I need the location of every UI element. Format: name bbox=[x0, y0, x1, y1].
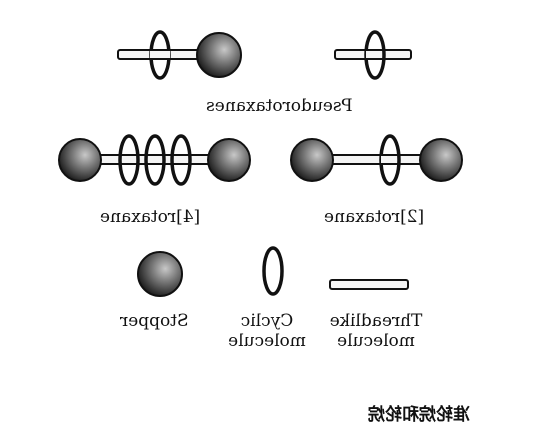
stopper-ball bbox=[290, 138, 334, 182]
label-threadlike-molecule: Threadlike molecule bbox=[326, 311, 426, 351]
figure-caption: 准轮烷和轮烷 bbox=[368, 405, 470, 425]
pseudorotaxane-simple bbox=[334, 30, 412, 80]
label-cyclic-line1: Cyclic bbox=[240, 311, 294, 331]
legend-stopper-ball bbox=[137, 251, 183, 297]
legend-thread-rod bbox=[329, 279, 409, 290]
label-thread-line1: Threadlike bbox=[329, 311, 423, 331]
label-cyclic-molecule: Cyclic molecule bbox=[222, 311, 312, 351]
label-pseudorotaxanes: Pseudorotaxanes bbox=[206, 96, 353, 116]
label-rotaxane-2: [2]rotaxane bbox=[324, 207, 425, 227]
label-thread-line2: molecule bbox=[337, 331, 415, 351]
stopper-ball bbox=[58, 138, 102, 182]
ring bbox=[118, 134, 140, 186]
ring bbox=[144, 134, 166, 186]
stopper-ball bbox=[419, 138, 463, 182]
rotaxane-4 bbox=[58, 134, 251, 186]
legend-cyclic-ring bbox=[262, 246, 284, 296]
stopper-ball bbox=[196, 32, 242, 78]
label-stopper: Stopper bbox=[120, 311, 189, 331]
label-cyclic-line2: molecule bbox=[228, 331, 306, 351]
rotaxane-2 bbox=[290, 134, 463, 186]
stopper-ball bbox=[207, 138, 251, 182]
label-rotaxane-4: [4]rotaxane bbox=[100, 207, 201, 227]
ring bbox=[170, 134, 192, 186]
pseudorotaxane-with-stopper bbox=[117, 30, 242, 80]
